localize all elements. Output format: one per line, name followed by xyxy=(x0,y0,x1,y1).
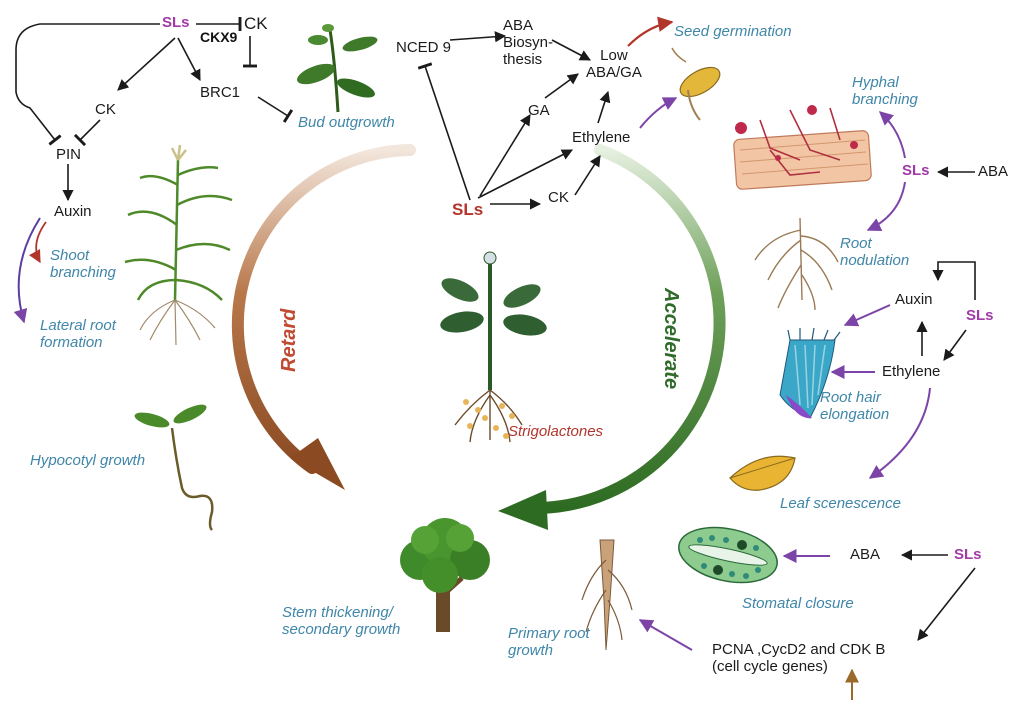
ck-mid-label: CK xyxy=(95,101,116,118)
leaf-senescence-label: Leaf scenescence xyxy=(780,495,901,512)
nced9-label: NCED 9 xyxy=(396,39,452,56)
hyphal-arrow xyxy=(878,111,906,159)
nodulation-arrow xyxy=(866,181,906,231)
aba-hyphal-label: ABA xyxy=(978,163,1009,180)
sls-bottom-label: SLs xyxy=(954,546,982,563)
retard-arc xyxy=(231,144,416,490)
ethylene-right-label: Ethylene xyxy=(882,363,941,380)
retard-label: Retard xyxy=(278,308,300,372)
germinating-seed-icon xyxy=(671,47,721,121)
auxin-left-label: Auxin xyxy=(54,203,92,220)
stem-thickening-label: Stem thickening/secondary growth xyxy=(282,604,401,638)
ethylene-top-label: Ethylene xyxy=(572,129,631,146)
ga-label: GA xyxy=(528,102,550,119)
ck-top-label: CK xyxy=(244,14,268,33)
retard-arrowhead xyxy=(290,438,345,490)
lateral-root-arrow xyxy=(13,217,41,324)
strigolactone-plant-icon xyxy=(440,251,547,443)
sls-root-label: SLs xyxy=(966,307,994,324)
bud-outgrowth-label: Bud outgrowth xyxy=(298,114,395,131)
pin-label: PIN xyxy=(56,146,82,163)
seedling-icon xyxy=(134,404,214,531)
primary-root-arrow xyxy=(638,619,693,651)
right-pathway-connectors xyxy=(900,166,976,641)
ckx9-label: CKX9 xyxy=(200,29,238,45)
strigolactones-label: Strigolactones xyxy=(508,423,604,440)
accelerate-arrowhead xyxy=(498,490,548,530)
auxin-roothair-arrow xyxy=(843,304,891,327)
ck-center-label: CK xyxy=(548,189,569,206)
shoot-branching-arrow xyxy=(28,221,47,264)
stomata-icon xyxy=(678,526,778,584)
accelerate-label: Accelerate xyxy=(660,288,682,390)
seed-germination-label: Seed germination xyxy=(674,23,792,40)
sls-left-label: SLs xyxy=(162,14,190,31)
top-pathway-connectors xyxy=(417,31,611,210)
accelerate-arc xyxy=(498,144,726,530)
sls-hyphal-label: SLs xyxy=(902,162,930,179)
yellow-leaf-icon xyxy=(729,455,796,491)
auxin-right-label: Auxin xyxy=(895,291,933,308)
root-tip-icon xyxy=(779,327,841,419)
mycorrhiza-icon xyxy=(733,105,872,190)
leafy-stem-icon xyxy=(297,24,378,113)
left-pathway-connectors xyxy=(15,16,294,202)
cell-cycle-label: PCNA ,CycD2 and CDK B(cell cycle genes) xyxy=(712,641,886,675)
taproot-icon xyxy=(581,539,633,651)
seed-germination-arrow xyxy=(627,16,674,47)
maize-plant-icon xyxy=(124,144,233,346)
brc1-label: BRC1 xyxy=(200,84,241,101)
aba-bottom-label: ABA xyxy=(850,546,881,563)
nodulated-root-icon xyxy=(754,217,839,311)
senescence-arrow xyxy=(868,387,931,479)
tree-icon xyxy=(400,518,490,632)
stomatal-closure-label: Stomatal closure xyxy=(742,595,854,612)
hypocotyl-label: Hypocotyl growth xyxy=(30,452,146,469)
ethylene-germination-arrow xyxy=(639,97,678,129)
sls-center-label: SLs xyxy=(452,200,484,219)
